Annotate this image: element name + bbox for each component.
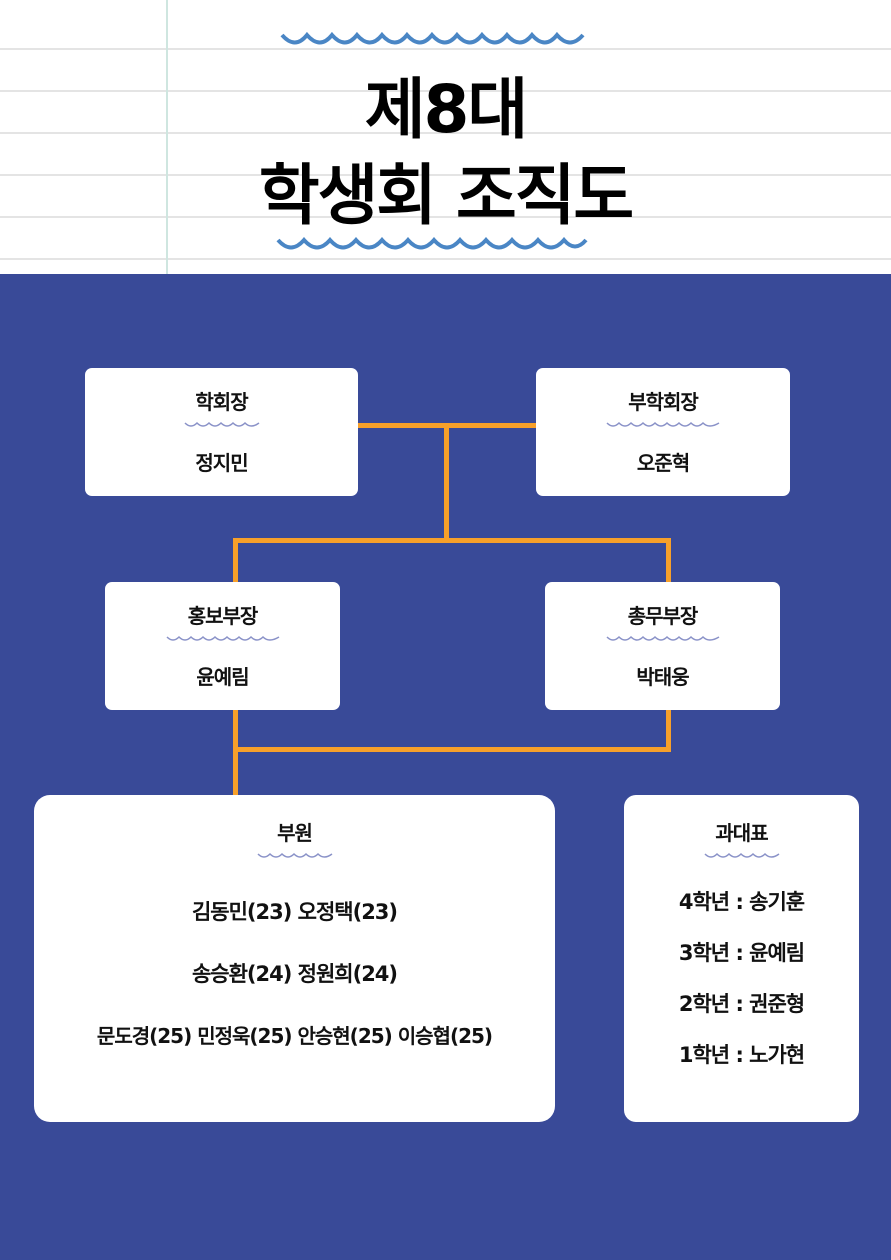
notebook-margin-line (166, 0, 168, 274)
pr-head-box: 홍보부장 윤예림 (105, 582, 340, 710)
connector (444, 423, 449, 543)
role-label: 홍보부장 (187, 604, 259, 628)
wave-icon (606, 421, 720, 427)
rep-row: 4학년 : 송기훈 (678, 890, 805, 914)
connector (233, 709, 238, 795)
reps-title: 과대표 (715, 821, 768, 845)
vice-president-box: 부학회장 오준혁 (536, 368, 790, 496)
class-reps-box: 과대표 4학년 : 송기훈 3학년 : 윤예림 2학년 : 권준형 1학년 : … (624, 795, 859, 1122)
president-box: 학회장 정지민 (85, 368, 358, 496)
wave-icon (165, 635, 279, 641)
rep-row: 1학년 : 노가현 (678, 1043, 805, 1067)
connector (233, 538, 671, 543)
wave-decoration-top (280, 32, 585, 45)
member-row: 송승환(24) 정원희(24) (191, 962, 398, 986)
member-row: 김동민(23) 오정택(23) (191, 900, 398, 924)
person-name: 박태웅 (636, 665, 689, 689)
connector (233, 538, 238, 582)
person-name: 윤예림 (196, 665, 249, 689)
role-label: 총무부장 (627, 604, 699, 628)
connector (666, 709, 671, 752)
general-affairs-box: 총무부장 박태웅 (545, 582, 780, 710)
connector (666, 538, 671, 582)
person-name: 정지민 (195, 451, 248, 475)
rep-row: 2학년 : 권준형 (678, 992, 805, 1016)
header-area: 제8대 학생회 조직도 (0, 0, 891, 274)
connector (233, 747, 671, 752)
wave-icon (256, 852, 332, 858)
title-line-2: 학생회 조직도 (258, 157, 634, 234)
role-label: 학회장 (195, 390, 248, 414)
members-box: 부원 김동민(23) 오정택(23) 송승환(24) 정원희(24) 문도경(2… (34, 795, 555, 1122)
rep-row: 3학년 : 윤예림 (678, 941, 805, 965)
wave-decoration-bottom (276, 237, 588, 250)
role-label: 부학회장 (628, 390, 699, 414)
member-row: 문도경(25) 민정욱(25) 안승현(25) 이승협(25) (96, 1024, 493, 1048)
person-name: 오준혁 (636, 451, 690, 475)
wave-icon (703, 852, 779, 858)
wave-icon (605, 635, 719, 641)
members-title: 부원 (277, 821, 313, 845)
wave-icon (183, 421, 259, 427)
title-line-1: 제8대 (364, 71, 528, 148)
